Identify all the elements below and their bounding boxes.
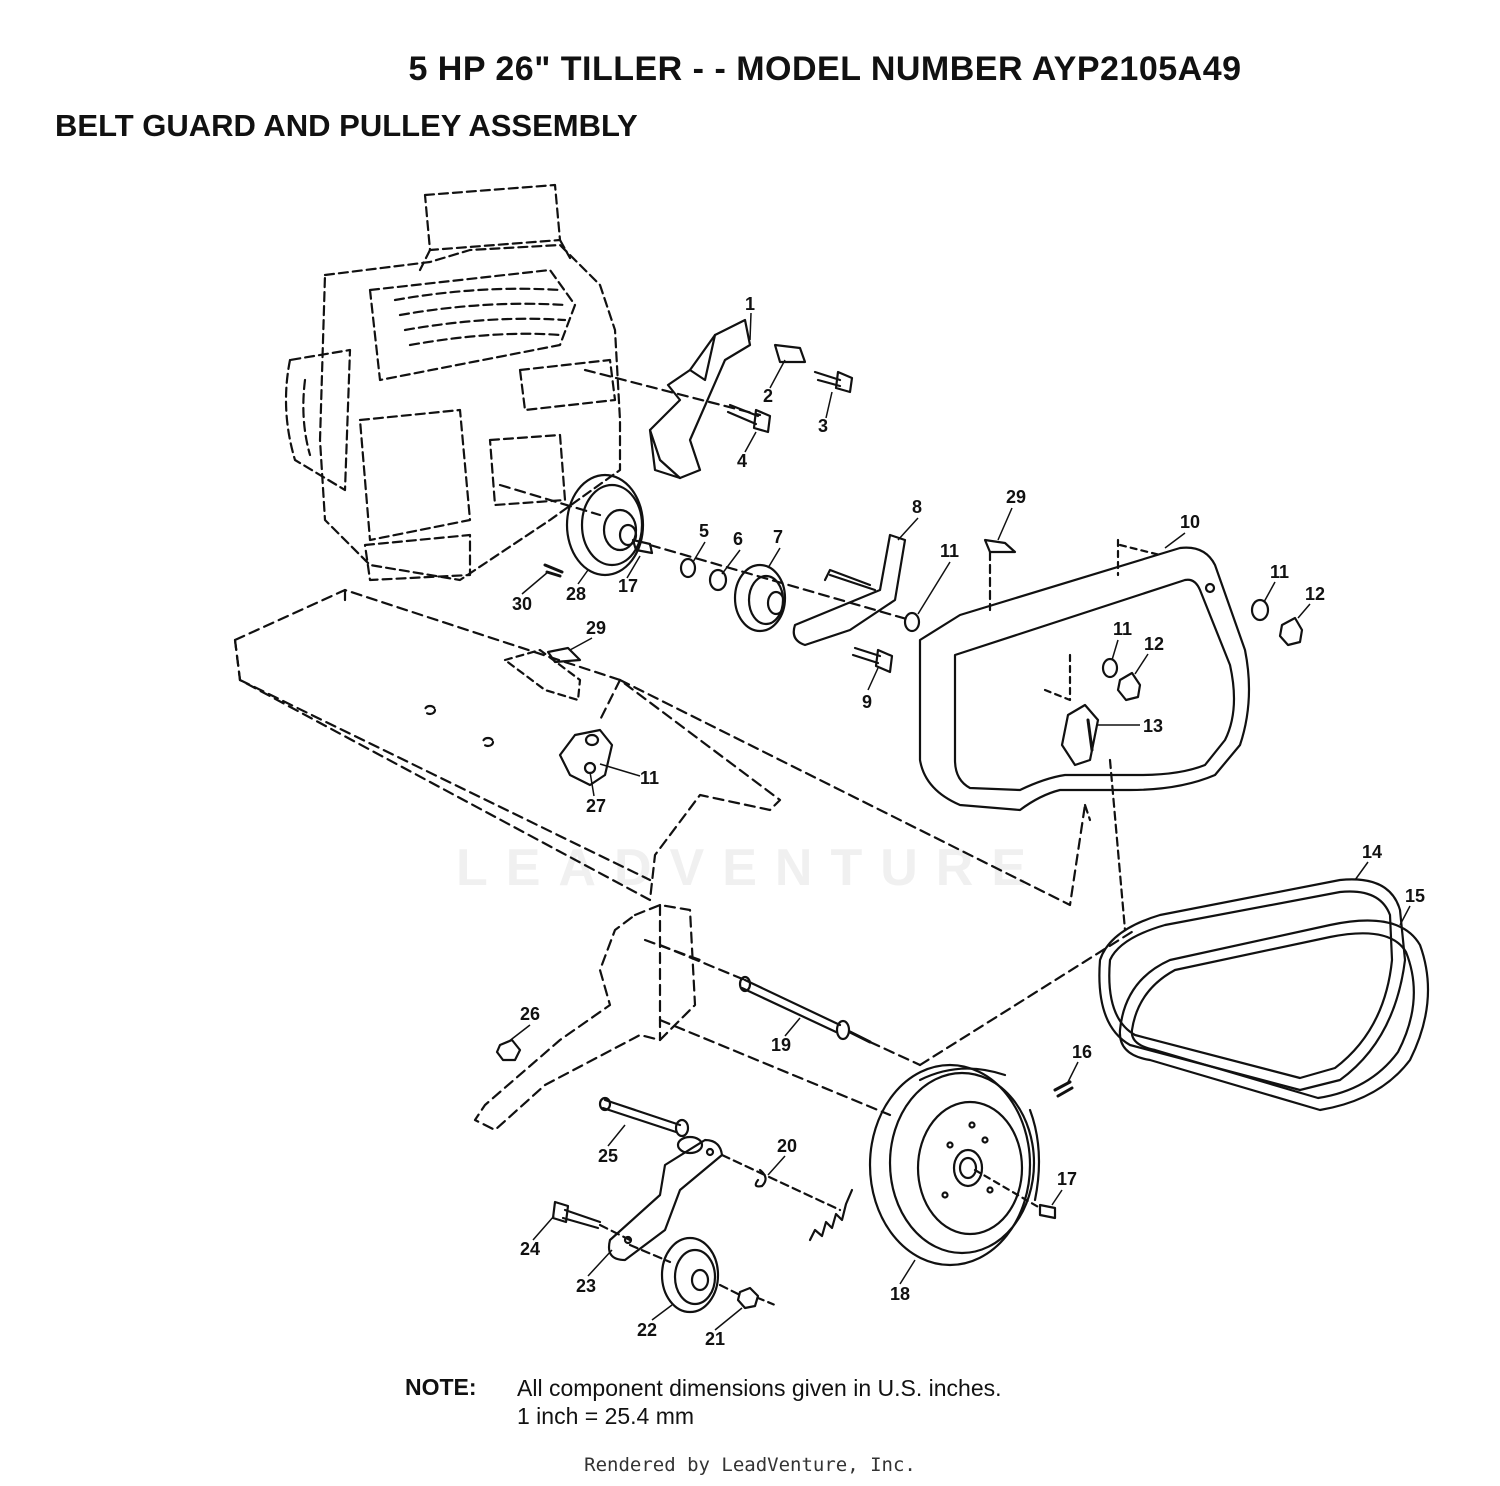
- callout-labels: 1 2 3 4 5 6 7 8 9 10 11 11 11 11 12 12 1…: [512, 294, 1425, 1349]
- callout-5: 5: [699, 521, 709, 541]
- part-11-washer-a: [903, 611, 921, 633]
- idler-spring: [808, 1188, 854, 1242]
- callout-17b: 17: [1057, 1169, 1077, 1189]
- part-11-washer-c: [1101, 657, 1119, 679]
- part-20-clip: [754, 1168, 767, 1188]
- callout-2: 2: [763, 386, 773, 406]
- callout-30: 30: [512, 594, 532, 614]
- part-9-bolt: [851, 646, 894, 674]
- part-17-key-lower: [1038, 1203, 1057, 1220]
- leader-lines: [507, 312, 1411, 1331]
- part-18-large-pulley: [868, 1063, 1041, 1267]
- callout-19: 19: [771, 1035, 791, 1055]
- note-line-1: All component dimensions given in U.S. i…: [517, 1375, 1002, 1401]
- part-29-clip-upper: [983, 538, 1017, 554]
- tine-shield: [233, 588, 1087, 907]
- part-25-shaft: [598, 1096, 690, 1138]
- part-2-clip: [773, 343, 807, 364]
- callout-27: 27: [586, 796, 606, 816]
- part-1-bracket: [648, 318, 752, 480]
- callout-11d: 11: [640, 768, 659, 788]
- callout-6: 6: [733, 529, 743, 549]
- callout-8: 8: [912, 497, 922, 517]
- callout-28: 28: [566, 584, 586, 604]
- callout-26: 26: [520, 1004, 540, 1024]
- part-22-pulley: [660, 1236, 720, 1314]
- callout-23: 23: [576, 1276, 596, 1296]
- callout-12b: 12: [1144, 634, 1164, 654]
- part-12-nut-a: [1278, 616, 1304, 647]
- part-14-belt: [1098, 878, 1407, 1092]
- callout-11a: 11: [940, 541, 959, 561]
- watermark: LEADVENTURE: [455, 839, 1045, 897]
- footer-credit: Rendered by LeadVenture, Inc.: [584, 1454, 916, 1476]
- callout-11b: 11: [1270, 562, 1289, 582]
- callout-10: 10: [1180, 512, 1200, 532]
- part-6-washer: [708, 568, 728, 592]
- callout-3: 3: [818, 416, 828, 436]
- part-17-key: [631, 538, 654, 555]
- part-8-bracket: [792, 533, 907, 647]
- note-label: NOTE:: [405, 1374, 477, 1400]
- part-30-setscrew: [543, 563, 564, 578]
- part-23-idler-arm: [607, 1135, 724, 1262]
- callout-16: 16: [1072, 1042, 1092, 1062]
- part-12-nut-b: [1116, 671, 1142, 702]
- callout-17a: 17: [618, 576, 638, 596]
- callout-21: 21: [705, 1329, 725, 1349]
- part-3-bolt: [813, 370, 854, 394]
- part-5-washer: [679, 557, 697, 579]
- callout-1: 1: [745, 294, 755, 314]
- callout-12a: 12: [1305, 584, 1325, 604]
- mounting-bracket: [473, 903, 702, 1132]
- callout-24: 24: [520, 1239, 540, 1259]
- callout-22: 22: [637, 1320, 657, 1340]
- part-19-shaft: [738, 975, 872, 1044]
- callout-7: 7: [773, 527, 783, 547]
- part-21-nut: [736, 1286, 760, 1310]
- callout-20: 20: [777, 1136, 797, 1156]
- callout-11c: 11: [1113, 619, 1132, 639]
- part-28-engine-pulley: [565, 473, 645, 577]
- callout-13: 13: [1143, 716, 1163, 736]
- callout-14: 14: [1362, 842, 1382, 862]
- part-15-belt: [1118, 919, 1430, 1112]
- callout-25: 25: [598, 1146, 618, 1166]
- callout-29b: 29: [586, 618, 606, 638]
- part-10-belt-guard: [918, 538, 1251, 812]
- callout-4: 4: [737, 451, 747, 471]
- part-27-plate: [558, 728, 614, 787]
- callout-18: 18: [890, 1284, 910, 1304]
- page-title: 5 HP 26" TILLER - - MODEL NUMBER AYP2105…: [408, 50, 1242, 88]
- part-26-nut: [495, 1038, 522, 1062]
- part-7-idler-pulley: [733, 563, 787, 633]
- callout-15: 15: [1405, 886, 1425, 906]
- part-11-washer-b: [1250, 598, 1270, 622]
- assembly-title: BELT GUARD AND PULLEY ASSEMBLY: [55, 108, 638, 143]
- part-24-bolt: [551, 1200, 602, 1230]
- callout-29a: 29: [1006, 487, 1026, 507]
- engine-outline: [284, 183, 622, 582]
- callout-9: 9: [862, 692, 872, 712]
- part-16-setscrew: [1053, 1080, 1074, 1098]
- note: NOTE: All component dimensions given in U…: [405, 1374, 1002, 1430]
- note-line-2: 1 inch = 25.4 mm: [517, 1403, 695, 1429]
- part-13-bolt: [1060, 703, 1100, 767]
